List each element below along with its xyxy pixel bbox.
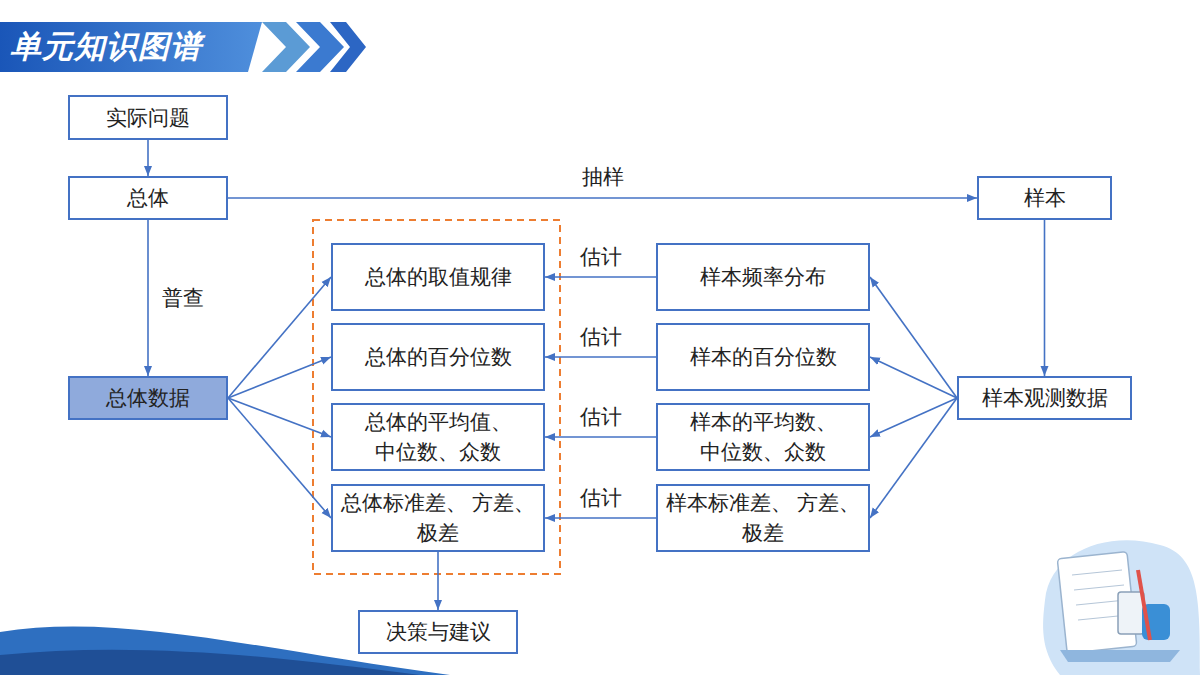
connector-arrow [545, 436, 656, 438]
edge-label: 估计 [580, 243, 622, 271]
box-text: 总体的取值规律 [365, 262, 512, 292]
box-text: 总体标准差、 方差、极差 [339, 488, 537, 548]
process-box: 总体标准差、 方差、极差 [331, 484, 545, 552]
process-box: 样本的平均数、 中位数、众数 [656, 403, 870, 471]
process-box: 样本观测数据 [957, 376, 1132, 420]
process-box: 样本 [977, 176, 1112, 220]
box-text: 决策与建议 [386, 617, 491, 647]
process-box: 样本频率分布 [656, 243, 870, 311]
box-text: 样本的平均数、 中位数、众数 [664, 407, 862, 467]
connector-arrow [545, 517, 656, 519]
corner-wave [0, 650, 420, 675]
tray-illustration [1060, 650, 1180, 662]
box-text: 总体的百分位数 [365, 342, 512, 372]
box-text: 样本标准差、 方差、极差 [664, 488, 862, 548]
box-text: 样本频率分布 [700, 262, 826, 292]
edge-label: 估计 [580, 323, 622, 351]
dashed-group-frame [313, 220, 560, 574]
connector-arrow [147, 220, 149, 376]
connector-arrow [870, 357, 957, 398]
process-box: 总体 [68, 176, 228, 220]
connector-arrow [147, 140, 149, 176]
edge-label: 普查 [162, 284, 204, 312]
box-text: 样本观测数据 [982, 383, 1108, 413]
connector-arrow [437, 552, 439, 610]
pencil-illustration [1138, 570, 1150, 640]
process-box: 决策与建议 [358, 610, 518, 654]
decor-blob [1043, 540, 1200, 675]
edge-label: 抽样 [582, 163, 624, 191]
connector-arrow [228, 398, 331, 437]
process-box: 样本的百分位数 [656, 323, 870, 391]
box-text: 总体的平均值、 中位数、众数 [339, 407, 537, 467]
connector-arrow [228, 398, 331, 518]
box-text: 样本的百分位数 [690, 342, 837, 372]
box-text: 实际问题 [106, 103, 190, 133]
box-text: 总体数据 [106, 383, 190, 413]
connector-arrow [1044, 220, 1046, 376]
process-box: 样本标准差、 方差、极差 [656, 484, 870, 552]
calculator-illustration [1118, 592, 1144, 634]
box-text: 样本 [1024, 183, 1066, 213]
connector-arrow [870, 398, 957, 437]
notebook-line [1072, 570, 1122, 575]
banner-chevron [330, 22, 366, 72]
notebook-line [1074, 585, 1124, 590]
page-title: 单元知识图谱 [10, 24, 202, 70]
highlight-box: 总体数据 [68, 376, 228, 420]
box-text: 总体 [127, 183, 169, 213]
process-box: 总体的平均值、 中位数、众数 [331, 403, 545, 471]
connector-arrow [228, 197, 977, 199]
connector-arrow [228, 277, 331, 398]
process-box: 实际问题 [68, 95, 228, 140]
connector-arrow [870, 398, 957, 518]
connector-arrow [545, 276, 656, 278]
edge-label: 估计 [580, 484, 622, 512]
process-box: 总体的取值规律 [331, 243, 545, 311]
connector-arrow [870, 277, 957, 398]
connector-arrow [545, 356, 656, 358]
title-banner [0, 22, 262, 72]
edge-label: 估计 [580, 403, 622, 431]
banner-chevron [262, 22, 310, 72]
connector-arrow [228, 357, 331, 398]
process-box: 总体的百分位数 [331, 323, 545, 391]
